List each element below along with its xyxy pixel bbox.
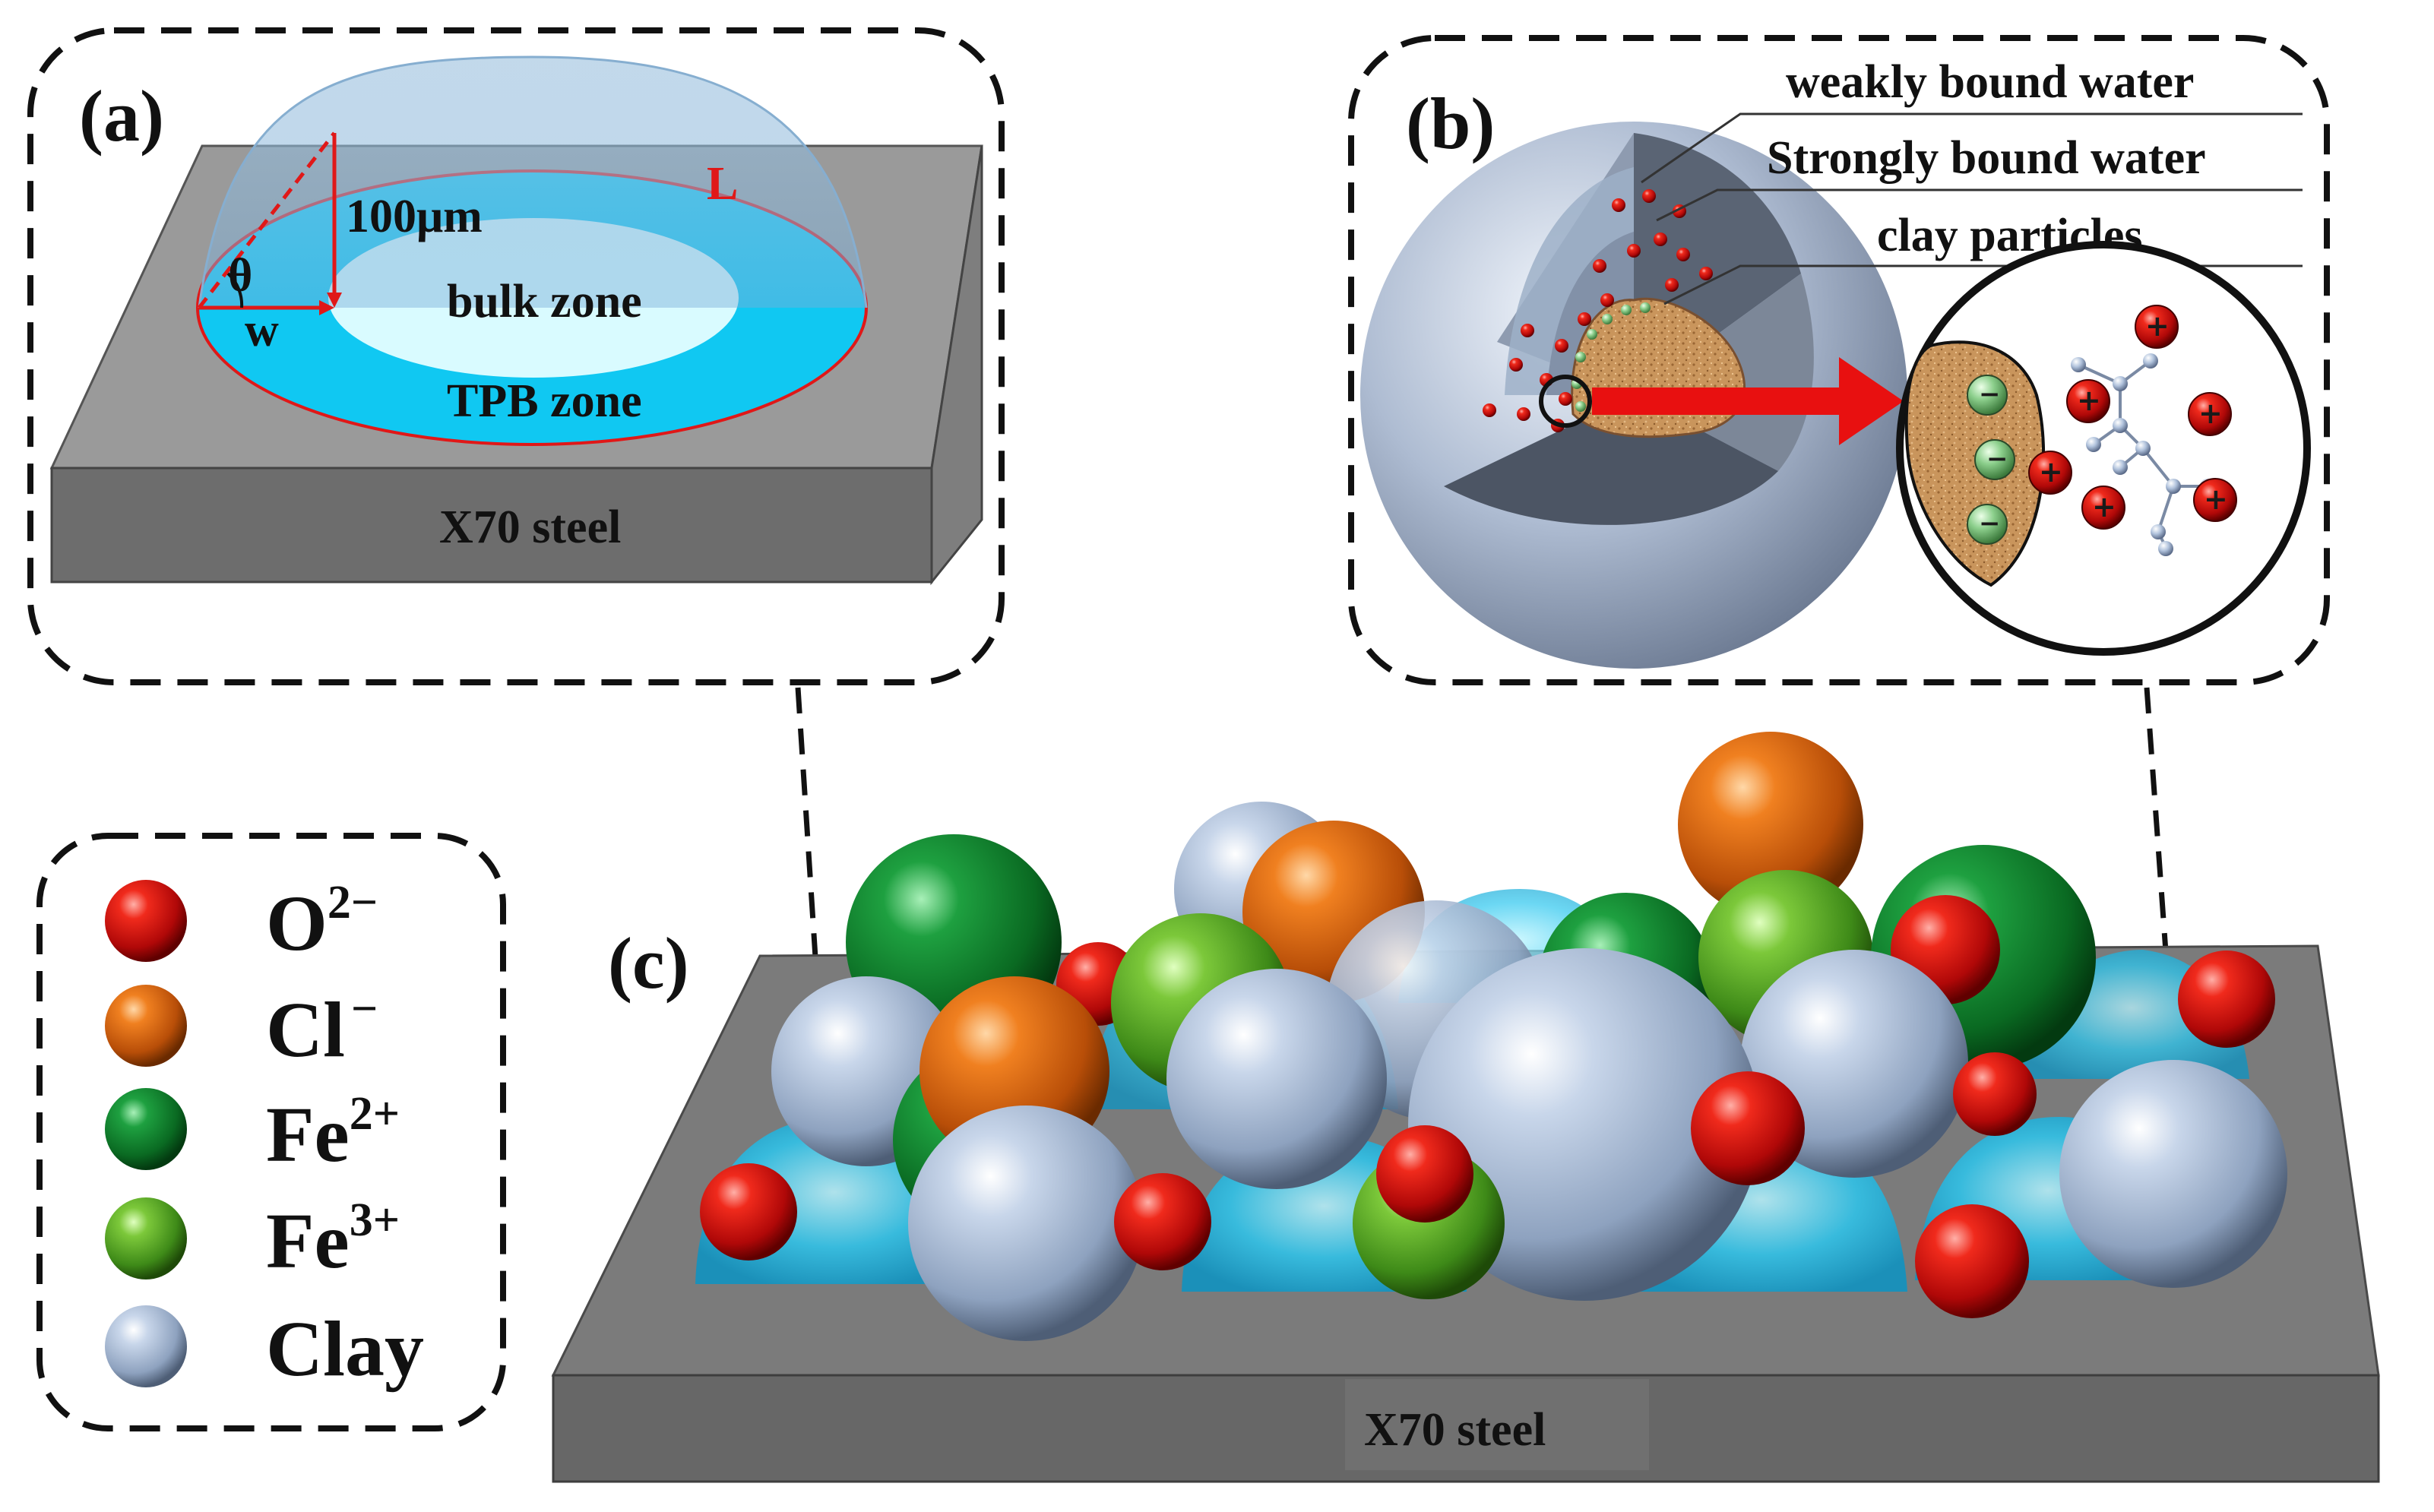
o2-ion <box>700 1163 797 1261</box>
legend-item-fe2: Fe2+ <box>105 1088 400 1178</box>
tpb-zone-label: TPB zone <box>447 375 642 427</box>
o2-ion <box>1114 1173 1211 1270</box>
zoom-anions: − − − <box>1967 375 2015 545</box>
o2-ion <box>1376 1125 1473 1223</box>
legend-fe3-label: Fe3+ <box>266 1194 400 1285</box>
legend-fe2-label: Fe2+ <box>266 1088 400 1178</box>
leader-strong-water <box>1656 188 2303 222</box>
angle-arc <box>226 272 244 308</box>
svg-text:+: + <box>2145 309 2170 343</box>
legend-frame <box>36 833 506 1431</box>
droplet-dome <box>199 57 866 308</box>
connector-a-to-c <box>795 687 835 1216</box>
steel-label-a: X70 steel <box>439 501 621 553</box>
legend-cl-label: Cl− <box>266 983 378 1074</box>
panel-a-frame <box>27 27 1005 685</box>
angle-label: θ <box>228 250 252 302</box>
particle-cluster <box>700 732 2287 1341</box>
leader-weak-water <box>1641 112 2303 184</box>
legend-item-fe3: Fe3+ <box>105 1194 400 1285</box>
zoom-source-circle <box>1539 375 1592 428</box>
legend-item-clay: Clay <box>105 1305 424 1393</box>
strong-water-label: Strongly bound water <box>1767 132 2206 184</box>
steel-label-c: X70 steel <box>1364 1404 1546 1456</box>
o2-ion <box>1953 1052 2037 1136</box>
legend-item-o2: O2− <box>105 877 378 967</box>
panel-c: (c) X70 steel <box>551 732 2380 1483</box>
o2-ion-sphere-icon <box>105 880 187 962</box>
svg-text:−: − <box>1979 379 2001 410</box>
steel-label-c-plate <box>1345 1379 1649 1470</box>
clay-particle <box>1166 969 1387 1189</box>
droplet-dome-edge <box>198 55 868 308</box>
steel-plate-a-side <box>930 145 983 586</box>
legend: O2− Cl− Fe2+ Fe3+ Clay <box>36 833 506 1431</box>
svg-text:+: + <box>2198 397 2223 430</box>
svg-text:+: + <box>2204 482 2228 516</box>
clay-particle-sphere-icon <box>105 1305 187 1387</box>
length-label: L <box>707 158 738 210</box>
panel-a-label: (a) <box>79 75 164 157</box>
panel-b: (b) <box>1348 35 2330 685</box>
svg-text:+: + <box>2039 455 2063 489</box>
legend-o2-label: O2− <box>266 877 378 967</box>
contact-angle-line <box>198 131 336 309</box>
zoom-cations: + + + + + + <box>2028 305 2237 530</box>
panel-b-frame <box>1348 35 2330 685</box>
height-label: 100μm <box>346 191 483 242</box>
width-arrowhead <box>319 300 334 315</box>
panel-b-label: (b) <box>1406 83 1495 164</box>
o2-ion <box>1691 1071 1805 1185</box>
legend-clay-label: Clay <box>266 1305 424 1393</box>
fe2-ion-sphere-icon <box>105 1088 187 1170</box>
weak-water-label: weakly bound water <box>1786 56 2194 108</box>
svg-text:+: + <box>2092 490 2116 524</box>
anions-on-clay <box>1571 302 1651 412</box>
o2-ion <box>2178 951 2275 1048</box>
clay-particle <box>2059 1060 2287 1288</box>
zoom-arrow-shaft <box>1592 387 1843 415</box>
cl-ion <box>1678 732 1863 917</box>
legend-item-cl: Cl− <box>105 983 378 1074</box>
bulk-zone-label: bulk zone <box>447 276 642 327</box>
bound-water-sphere <box>1360 122 1907 669</box>
clay-particle <box>908 1106 1144 1341</box>
cations-in-water <box>1483 189 1713 432</box>
fe3-ion-sphere-icon <box>105 1197 187 1280</box>
height-arrowhead <box>327 293 342 308</box>
cl-ion-sphere-icon <box>105 985 187 1067</box>
panel-a: (a) X70 steel 100μm L θ w bulk zone TPB … <box>27 27 1005 685</box>
panel-c-label: (c) <box>608 922 689 1004</box>
svg-text:−: − <box>1986 444 2008 474</box>
svg-text:−: − <box>1979 508 2001 539</box>
width-label: w <box>245 305 279 356</box>
o2-ion <box>1915 1204 2029 1318</box>
zoom-arrow-head <box>1839 357 1904 445</box>
zoom-detail: − − − <box>1896 241 2311 656</box>
svg-text:+: + <box>2077 384 2101 417</box>
